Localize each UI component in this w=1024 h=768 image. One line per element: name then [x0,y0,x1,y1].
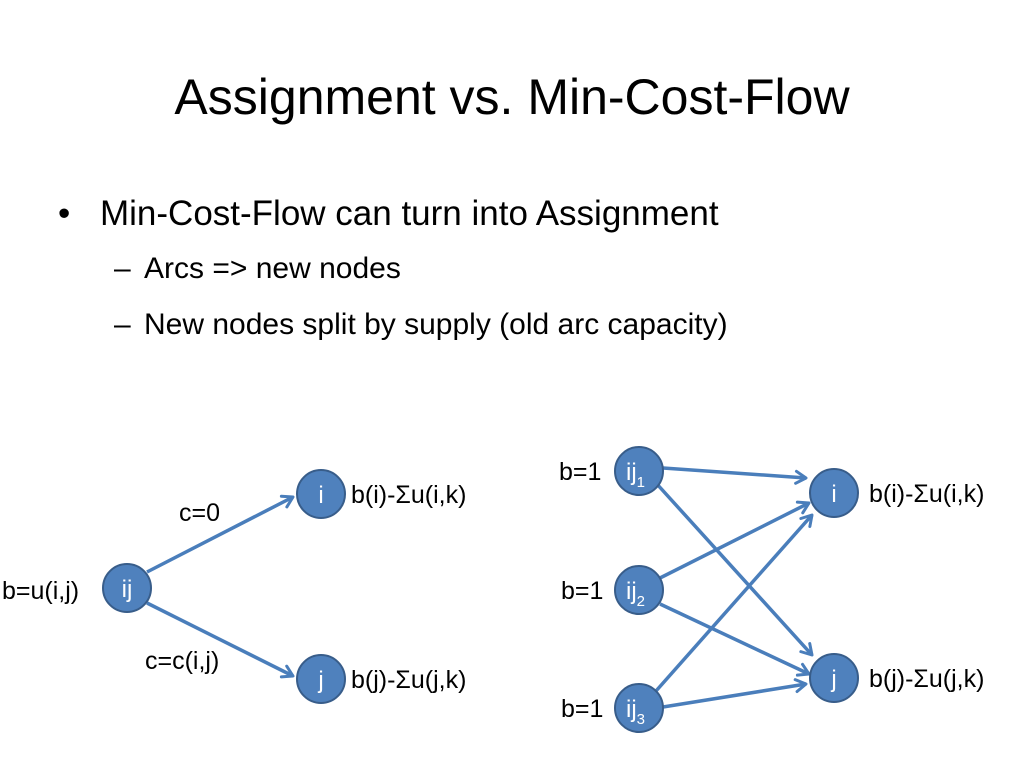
subbullet-item: – New nodes split by supply (old arc cap… [114,304,998,346]
node-ij2 [614,565,664,615]
supply-label-j: b(j)-Σu(j,k) [351,666,466,694]
subbullet-text: Arcs => new nodes [144,252,401,285]
bullet-list: • Min-Cost-Flow can turn into Assignment… [58,190,998,346]
cost-label-lower: c=c(i,j) [145,647,219,675]
node-i-right [809,468,859,518]
bullet-dot-icon: • [58,194,71,233]
supply-label-ij1: b=1 [559,458,601,486]
arc-ij2-to-i [659,500,811,580]
dash-icon: – [114,308,131,341]
supply-label-i-right: b(i)-Σu(i,k) [869,480,984,508]
arc-ij1-to-j [654,481,814,657]
node-j-right [809,653,859,703]
node-ij2-label: ij2 [626,578,645,610]
arc-ij-to-i [146,494,295,574]
supply-label-ij3: b=1 [561,695,603,723]
supply-label-ij: b=u(i,j) [2,577,79,605]
arc-ij2-to-j [659,602,811,677]
bullet-item: • Min-Cost-Flow can turn into Assignment [58,190,998,238]
arc-ij3-to-i [654,513,814,693]
left-diagram: ij i j b=u(i,j) b(i)-Σu(i,k) b(j)-Σu(j,k… [2,469,466,704]
node-j [296,654,346,704]
node-i-label: i [318,482,323,509]
arc-ij1-to-i [662,466,808,485]
supply-label-j-right: b(j)-Σu(j,k) [869,665,984,693]
node-i [296,469,346,519]
cost-label-upper: c=0 [179,499,220,527]
subbullet-item: – Arcs => new nodes [114,248,998,290]
supply-label-ij2: b=1 [561,577,603,605]
bullet-text: Min-Cost-Flow can turn into Assignment [100,194,719,233]
node-ij1 [614,446,664,496]
dash-icon: – [114,252,131,285]
node-ij-label: ij [122,576,133,603]
node-i-right-label: i [831,481,836,508]
arc-ij-to-j [146,601,295,679]
node-j-label: j [317,667,323,694]
node-ij1-label: ij1 [626,459,645,491]
node-j-right-label: j [830,666,836,693]
right-diagram: ij1 ij2 ij3 i j b=1 b=1 b=1 b(i)-Σu(i,k)… [559,446,984,733]
subbullet-text: New nodes split by supply (old arc capac… [144,308,728,341]
node-ij [102,563,152,613]
arc-ij3-to-j [662,678,808,709]
supply-label-i: b(i)-Σu(i,k) [351,481,466,509]
node-ij3-label: ij3 [626,696,645,728]
node-ij3 [614,683,664,733]
slide-title: Assignment vs. Min-Cost-Flow [174,69,850,125]
